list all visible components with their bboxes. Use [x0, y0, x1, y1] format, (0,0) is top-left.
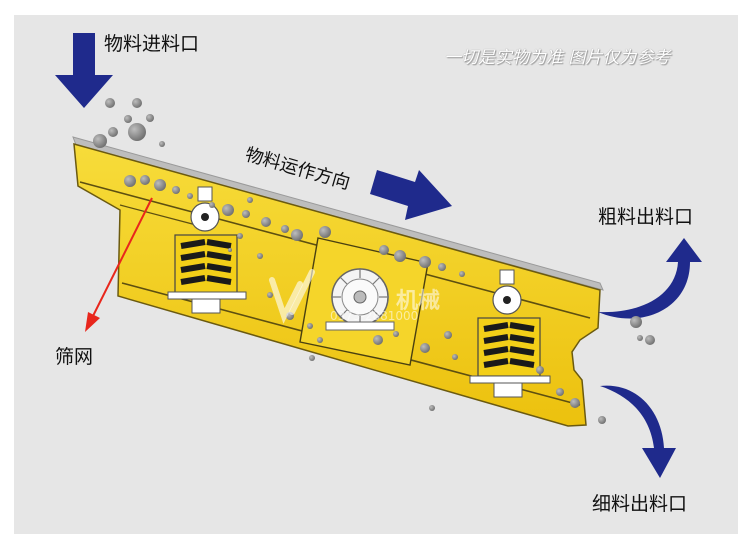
screen-mesh-label: 筛网 — [55, 348, 93, 367]
screen-mesh-pointer-head — [85, 312, 100, 332]
disclaimer-note: 一切是实物为准 图片仅为参考 — [444, 43, 670, 68]
coarse-outlet-arrow — [598, 238, 702, 319]
flow-direction-arrow — [370, 170, 452, 220]
fine-outlet-arrow — [600, 386, 676, 478]
fine-outlet-label: 细料出料口 — [592, 495, 687, 514]
watermark-phone: 0373-2881000 — [330, 309, 418, 323]
coarse-outlet-label: 粗料出料口 — [598, 208, 693, 227]
feed-inlet-label: 物料进料口 — [104, 35, 199, 54]
